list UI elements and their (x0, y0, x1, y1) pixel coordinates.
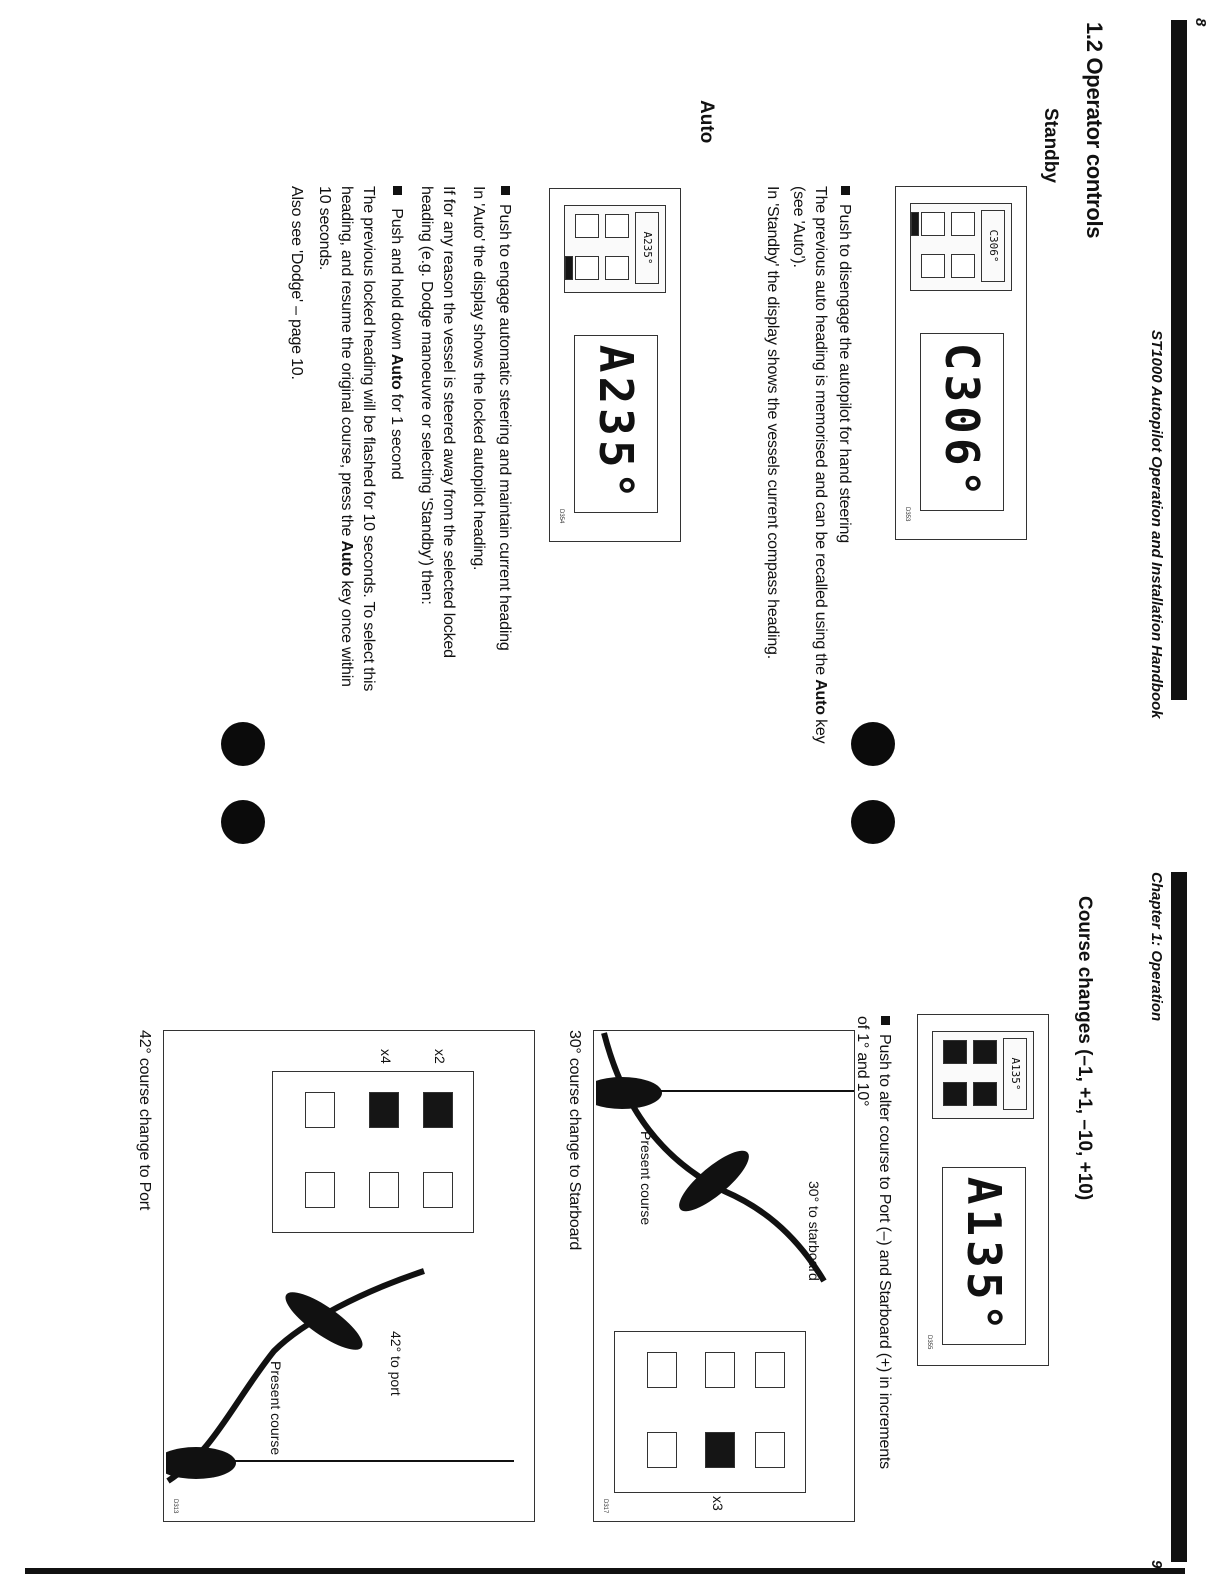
left-running-header: ST1000 Autopilot Operation and Installat… (1148, 330, 1165, 719)
auto-para2: If for any reason the vessel is steered … (418, 186, 457, 658)
auto-para4: Also see 'Dodge' – page 10. (288, 186, 305, 380)
auto-figure-id: D354 (558, 509, 564, 524)
port-figure-id: D313 (172, 1499, 178, 1514)
binder-hole (221, 722, 265, 766)
intro-mini-display: A135° (1003, 1038, 1027, 1110)
auto-key[interactable] (647, 1432, 677, 1468)
course-changes-title: Course changes (–1, +1, –10, +10) (1074, 896, 1095, 1201)
binder-hole (851, 800, 895, 844)
minus1-key[interactable] (605, 214, 629, 238)
minus10-key[interactable] (369, 1092, 399, 1128)
port-multiplier-4: x4 (378, 1049, 394, 1064)
standby-key[interactable] (647, 1352, 677, 1388)
port-keypad (272, 1071, 474, 1233)
intro-figure-id: D355 (926, 1335, 932, 1350)
standby-bullet: Push to disengage the autopilot for hand… (833, 186, 855, 706)
intro-mini-unit: A135° (932, 1031, 1034, 1119)
starboard-keypad (614, 1331, 806, 1493)
standby-figure-id: D353 (904, 507, 910, 522)
plus10-key[interactable] (943, 1082, 967, 1106)
starboard-boat-diagram (596, 1032, 854, 1283)
standby-para1: The previous auto heading is memorised a… (787, 186, 831, 746)
standby-large-display: C306° (920, 333, 1004, 511)
minus1-key[interactable] (423, 1092, 453, 1128)
minus10-key[interactable] (921, 212, 945, 236)
standby-para1-text: The previous auto heading is memorised a… (812, 186, 829, 680)
auto-bullet1: Push to engage automatic steering and ma… (493, 186, 515, 746)
auto-para3: The previous locked heading will be flas… (313, 186, 379, 696)
plus10-key[interactable] (921, 254, 945, 278)
plus1-key[interactable] (951, 254, 975, 278)
starboard-multiplier: x3 (710, 1496, 726, 1511)
plus1-key[interactable] (605, 256, 629, 280)
binder-hole (221, 800, 265, 844)
port-boat-diagram (166, 1268, 514, 1484)
minus1-key[interactable] (973, 1040, 997, 1064)
minus10-key[interactable] (575, 214, 599, 238)
standby-key[interactable] (911, 212, 919, 236)
standby-heading: Standby (1040, 108, 1061, 183)
standby-key[interactable] (305, 1092, 335, 1128)
auto-key[interactable] (305, 1172, 335, 1208)
port-caption: 42° course change to Port (136, 1030, 153, 1211)
auto-heading: Auto (696, 100, 717, 144)
port-multiplier-2: x2 (432, 1049, 448, 1064)
minus10-key[interactable] (705, 1352, 735, 1388)
auto-large-display: A235° (574, 335, 658, 513)
minus1-key[interactable] (755, 1352, 785, 1388)
standby-mini-display: C306° (981, 210, 1005, 282)
binder-hole (851, 722, 895, 766)
plus1-key[interactable] (423, 1172, 453, 1208)
auto-bullet2-tail: for 1 second (388, 389, 405, 480)
auto-figure: A235° A235° D354 (549, 188, 681, 542)
course-intro-bullet: Push to alter course to Port (–) and Sta… (851, 1016, 895, 1486)
starboard-caption: 30° course change to Starboard (566, 1030, 583, 1251)
course-intro-figure: A135° A135° D355 (917, 1014, 1049, 1366)
auto-para1: In 'Auto' the display shows the locked a… (470, 186, 487, 571)
section-title: 1.2 Operator controls (1082, 22, 1107, 239)
auto-mini-display: A235° (635, 212, 659, 284)
standby-para1-key: Auto (812, 679, 829, 715)
plus10-key[interactable] (575, 256, 599, 280)
plus10-key[interactable] (369, 1172, 399, 1208)
starboard-present-label: Present course (638, 1131, 654, 1226)
auto-bullet2-text: Push and hold down (388, 208, 405, 354)
starboard-figure-id: D317 (602, 1499, 608, 1514)
right-margin-rule (25, 1568, 1185, 1574)
auto-para3-key: Auto (338, 540, 355, 577)
left-page-number: 8 (1192, 18, 1209, 27)
right-header-rule (1171, 872, 1187, 1562)
auto-key[interactable] (565, 256, 573, 280)
starboard-change-label: 30° to starboard (806, 1181, 822, 1281)
auto-bullet2-key: Auto (388, 353, 405, 390)
auto-bullet2: Push and hold down Auto for 1 second (385, 186, 407, 746)
left-header-rule (1171, 20, 1187, 700)
standby-para2: In 'Standby' the display shows the vesse… (764, 186, 781, 659)
plus1-key[interactable] (973, 1082, 997, 1106)
right-running-header: Chapter 1: Operation (1148, 872, 1165, 1022)
starboard-figure: 30° to starboard Present course x3 D317 (593, 1030, 855, 1522)
plus10-key[interactable] (705, 1432, 735, 1468)
minus1-key[interactable] (951, 212, 975, 236)
minus10-key[interactable] (943, 1040, 967, 1064)
port-figure: x2 x4 42° to port Present course D313 (163, 1030, 535, 1522)
auto-mini-unit: A235° (564, 205, 666, 293)
standby-figure: C306° C306° D353 (895, 186, 1027, 540)
plus1-key[interactable] (755, 1432, 785, 1468)
standby-mini-unit: C306° (910, 203, 1012, 291)
intro-large-display: A135° (942, 1167, 1026, 1345)
